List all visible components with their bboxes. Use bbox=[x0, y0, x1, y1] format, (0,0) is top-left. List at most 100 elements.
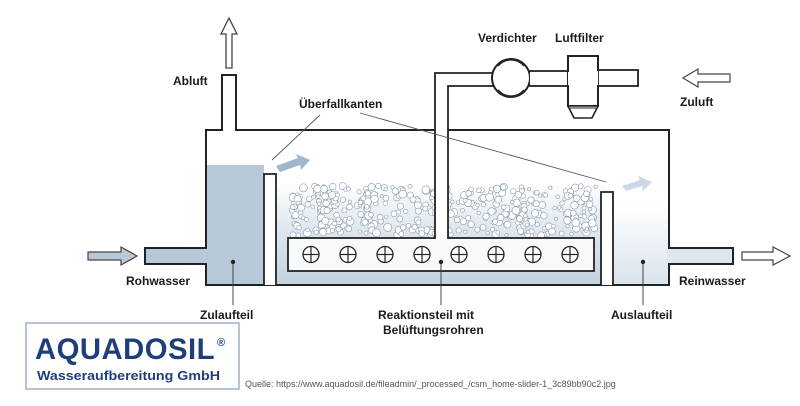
bubble bbox=[316, 194, 321, 199]
bubble bbox=[409, 196, 417, 203]
bubble bbox=[465, 215, 471, 221]
logo-name: AQUADOSIL bbox=[35, 333, 215, 366]
compressor-icon bbox=[491, 58, 531, 98]
bubble bbox=[367, 183, 376, 191]
label-rohwasser: Rohwasser bbox=[126, 274, 190, 288]
bubble bbox=[415, 219, 422, 226]
bubble bbox=[396, 202, 404, 210]
bubble bbox=[523, 217, 528, 222]
bubble bbox=[289, 231, 297, 239]
bubble bbox=[421, 185, 430, 195]
bubble bbox=[345, 225, 352, 233]
outlet-chamber-water bbox=[613, 205, 669, 285]
bubble bbox=[357, 210, 365, 218]
bubble bbox=[455, 227, 462, 234]
bubble bbox=[331, 220, 338, 227]
bubble bbox=[588, 207, 593, 212]
bubble bbox=[347, 199, 352, 204]
bubble bbox=[357, 200, 363, 205]
bubble bbox=[543, 192, 548, 198]
bubble bbox=[321, 216, 330, 225]
label-luftfilter: Luftfilter bbox=[555, 31, 604, 45]
bubble bbox=[321, 192, 329, 201]
bubble bbox=[557, 205, 562, 210]
bubble bbox=[593, 184, 598, 189]
label-reaktionsteil-line2: Belüftungsrohren bbox=[383, 323, 484, 337]
bubble bbox=[459, 217, 468, 225]
bubble bbox=[571, 218, 580, 228]
bubble bbox=[570, 201, 579, 210]
aeration-tube-icon bbox=[413, 245, 431, 264]
bubble bbox=[313, 229, 319, 235]
bubble bbox=[300, 215, 306, 221]
bubble bbox=[527, 196, 535, 204]
bubble bbox=[323, 207, 331, 215]
bubble bbox=[364, 190, 371, 197]
bubble bbox=[538, 201, 547, 209]
bubble bbox=[540, 212, 548, 220]
aeration-tube-icon bbox=[339, 245, 357, 264]
bubble bbox=[538, 193, 543, 198]
leader-ueberfall-right bbox=[359, 112, 607, 183]
bubble bbox=[462, 198, 468, 203]
bubble bbox=[510, 200, 515, 205]
bubble bbox=[296, 225, 302, 231]
bubble bbox=[571, 183, 580, 192]
bubble bbox=[334, 192, 340, 198]
label-reaktionsteil-line1: Reaktionsteil mit bbox=[378, 308, 474, 322]
bubble bbox=[463, 229, 468, 234]
left-weir-wall bbox=[263, 173, 277, 285]
bubble bbox=[405, 223, 412, 229]
bubble bbox=[335, 226, 342, 233]
logo-registered: ® bbox=[217, 337, 225, 349]
bubble bbox=[330, 228, 336, 234]
bubble bbox=[495, 230, 501, 235]
bubble bbox=[578, 183, 584, 189]
bubble bbox=[407, 183, 413, 189]
bubble bbox=[485, 230, 490, 236]
label-reinwasser: Reinwasser bbox=[679, 274, 746, 288]
bubble bbox=[474, 226, 481, 233]
bubble bbox=[494, 195, 503, 204]
bubble bbox=[395, 209, 401, 215]
bubble bbox=[346, 203, 353, 211]
bubble bbox=[554, 216, 559, 221]
bubble bbox=[584, 226, 589, 231]
bubble bbox=[329, 182, 337, 191]
bubble bbox=[551, 224, 556, 229]
aeration-tube-icon bbox=[524, 245, 542, 264]
bubble bbox=[454, 216, 461, 224]
bubble bbox=[476, 187, 482, 194]
bubble bbox=[361, 218, 369, 226]
bubble bbox=[295, 200, 301, 206]
bubble bbox=[476, 211, 481, 216]
bubble bbox=[487, 207, 496, 216]
bubble bbox=[581, 213, 587, 220]
bubble bbox=[290, 204, 296, 210]
bubble bbox=[565, 223, 570, 229]
bubble bbox=[482, 212, 490, 220]
bubble bbox=[317, 201, 322, 206]
bubble bbox=[559, 200, 565, 206]
bubble bbox=[368, 212, 374, 218]
bubble bbox=[514, 191, 522, 199]
right-weir-wall bbox=[600, 191, 614, 285]
bubble bbox=[581, 209, 586, 214]
bubble bbox=[372, 228, 381, 238]
aquadosil-logo: AQUADOSIL ® Wasseraufbereitung GmbH bbox=[25, 322, 240, 390]
bubble bbox=[569, 231, 574, 236]
bubble bbox=[516, 227, 525, 235]
bubble bbox=[370, 194, 379, 204]
bubble bbox=[291, 211, 300, 219]
bubble bbox=[398, 189, 408, 199]
bubble bbox=[400, 224, 407, 231]
logo-subtitle: Wasseraufbereitung GmbH bbox=[37, 368, 220, 383]
bubble bbox=[396, 215, 404, 223]
aeration-tube-icon bbox=[302, 245, 320, 264]
bubble bbox=[304, 201, 311, 208]
bubble bbox=[552, 206, 557, 211]
aeration-tube-icon bbox=[450, 245, 468, 264]
bubble bbox=[572, 194, 581, 203]
bubble bbox=[500, 184, 507, 191]
bubble bbox=[347, 215, 353, 221]
